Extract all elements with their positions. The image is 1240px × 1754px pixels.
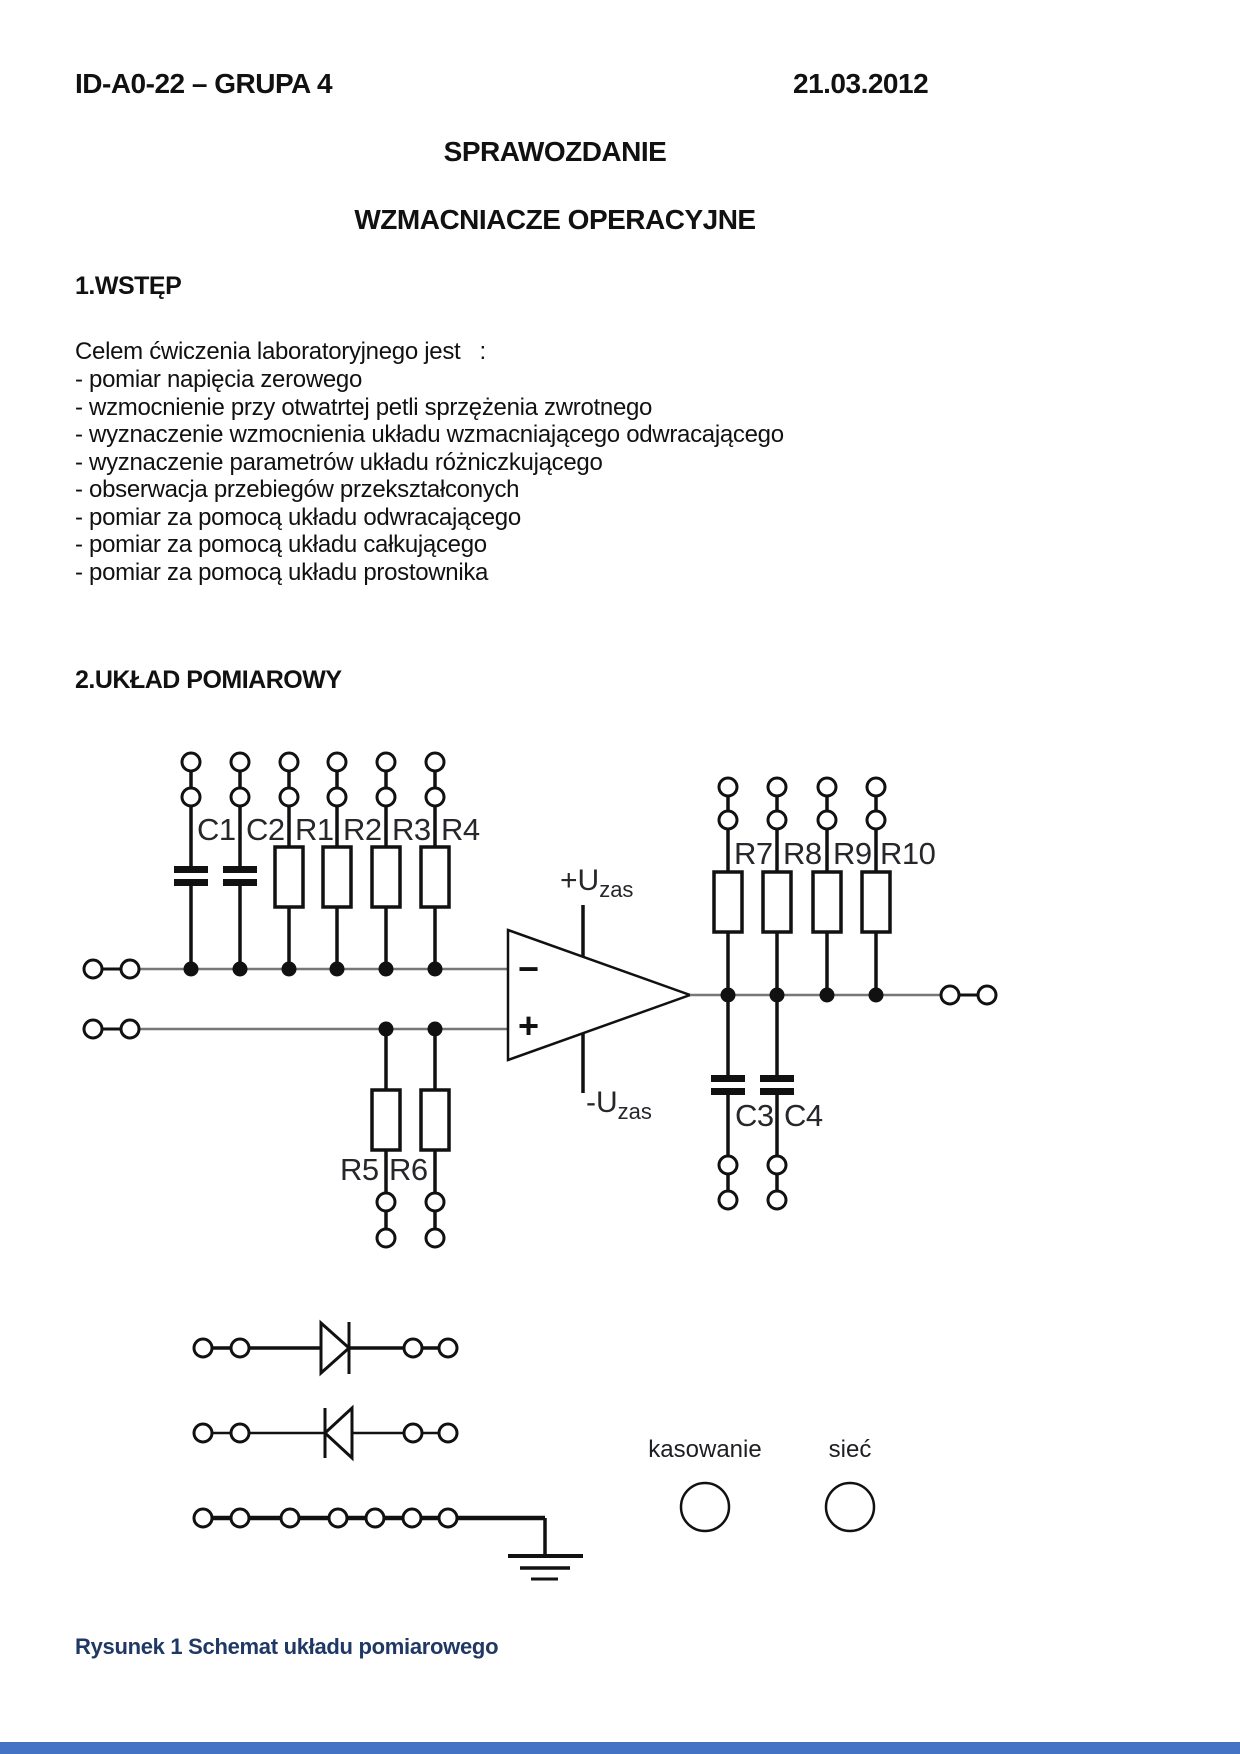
right-terminal-bank [712,776,892,995]
label-r7: R7 [734,836,773,871]
label-c1: C1 [197,812,236,847]
label-r8: R8 [783,836,822,871]
label-c4: C4 [784,1098,823,1133]
supply-main: -U [586,1086,618,1119]
ground-rail [192,1507,583,1581]
siec-button [824,1481,876,1533]
kasowanie-button [679,1481,731,1533]
supply-sub: zas [617,1099,652,1124]
label-r9: R9 [833,836,872,871]
list-item: - wzmocnienie przy otwatrtej petli sprzę… [75,393,653,421]
label-r4: R4 [441,812,480,847]
ground-symbol [508,1554,583,1581]
opamp-inverting-sign: − [518,948,540,989]
left-bank-terminals [180,751,446,808]
section1-intro: Celem ćwiczenia laboratoryjnego jest : [75,338,486,365]
capacitor-c2 [223,866,257,886]
kasowanie-label: kasowanie [648,1436,762,1463]
label-r6: R6 [389,1152,428,1187]
opamp-noninverting-sign: + [518,1005,540,1046]
page-subtitle: WZMACNIACZE OPERACYJNE [354,204,756,235]
supply-sub: zas [599,877,634,902]
header-left: ID-A0-22 – GRUPA 4 [75,68,333,99]
label-positive-supply: +Uzas [560,864,633,903]
resistors-r1-r4 [273,845,451,909]
section2-heading: 2.UKŁAD POMIAROWY [75,666,342,694]
list-item: - pomiar napięcia zerowego [75,366,363,393]
opamp-symbol [506,905,694,1093]
label-negative-supply: -Uzas [586,1086,652,1125]
resistors-r5-r6 [370,1029,451,1249]
diode-row-reverse [192,1404,459,1462]
list-item: - wyznaczenie wzmocnienia układu wzmacni… [75,421,784,448]
label-r3: R3 [392,812,431,847]
label-c3: C3 [735,1098,774,1133]
list-item: - pomiar za pomocą układu odwracającego [75,503,521,531]
capacitor-c1 [174,866,208,886]
capacitors-c3-c4 [711,995,794,1211]
list-item: - obserwacja przebiegów przekształconych [75,476,520,503]
supply-main: +U [560,864,600,897]
figure-caption: Rysunek 1 Schemat układu pomiarowego [75,1634,499,1659]
list-item: - pomiar za pomocą układu całkującego [75,531,487,558]
list-item: - pomiar za pomocą układu prostownika [75,558,489,586]
section1-list: - pomiar napięcia zerowego - wzmocnienie… [75,366,784,586]
siec-label: sieć [828,1436,872,1463]
inverting-input-wire [82,958,508,980]
header-date: 21.03.2012 [793,68,929,99]
page-title: SPRAWOZDANIE [443,136,667,167]
output-wire [690,984,998,1006]
label-r1: R1 [295,812,334,847]
label-r2: R2 [343,812,382,847]
left-terminal-bank [189,771,437,969]
list-item: - wyznaczenie parametrów układu różniczk… [75,448,603,476]
label-r10: R10 [880,836,936,871]
section1-heading: 1.WSTĘP [75,272,182,300]
noninverting-input-wire [82,1018,508,1040]
label-c2: C2 [246,812,285,847]
diode-row-forward [192,1319,459,1377]
footer-accent-bar [0,1742,1240,1754]
schematic-diagram [82,751,998,1581]
label-r5: R5 [340,1152,379,1187]
